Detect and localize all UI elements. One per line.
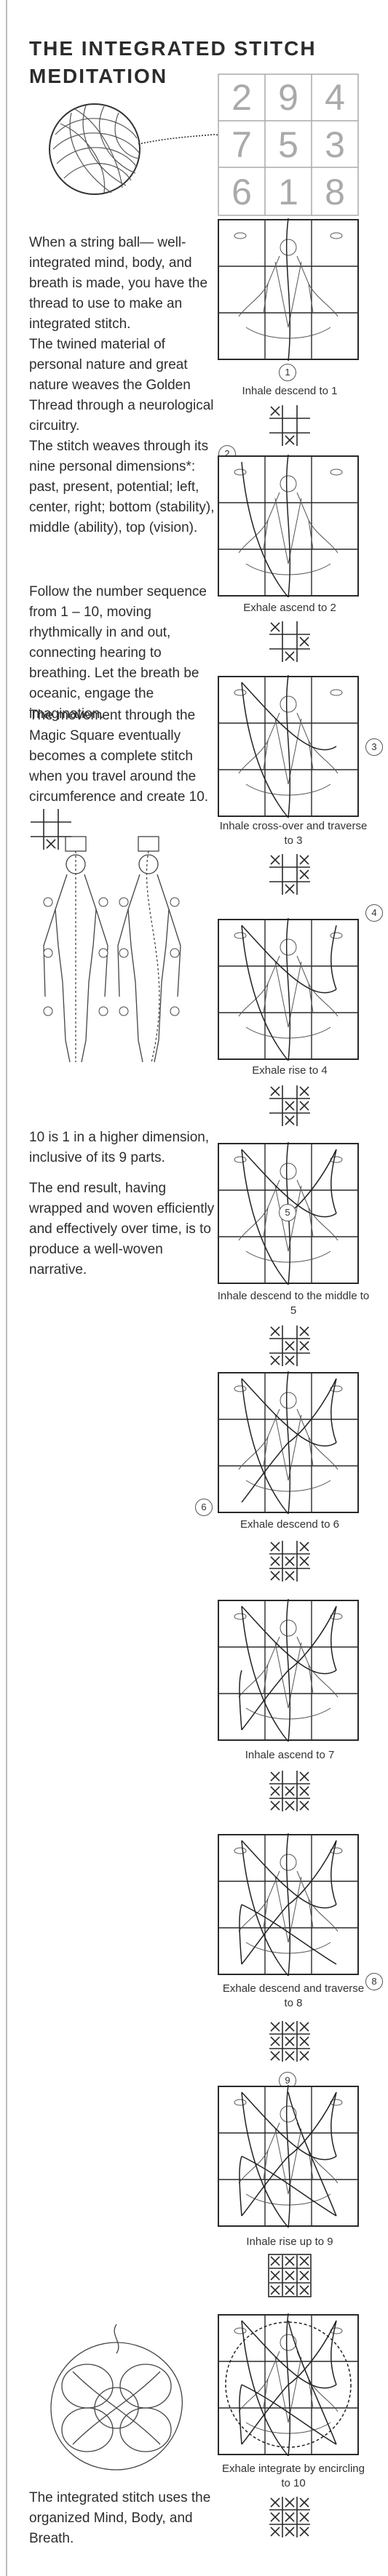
step-10-stitch	[268, 2495, 312, 2539]
step-5-panel	[217, 1142, 360, 1285]
step-6-stitch	[268, 1539, 312, 1583]
step-2-stitch	[268, 620, 312, 663]
magic-square-cell: 4	[325, 77, 345, 119]
paragraph-nine-dimensions: The stitch weaves through its nine perso…	[29, 439, 215, 535]
step-2-panel	[217, 455, 360, 597]
step-6-panel	[217, 1371, 360, 1514]
step-8-number: 8	[365, 1973, 383, 1990]
step-3-number: 3	[365, 738, 383, 756]
step-1-panel	[217, 218, 360, 361]
step-2-label: Exhale ascend to 2	[243, 602, 336, 614]
magic-square-cell: 9	[278, 77, 298, 119]
step-9-panel	[217, 2085, 360, 2228]
magic-square-cell: 1	[278, 171, 298, 212]
step-3-stitch	[268, 853, 312, 896]
paragraph-number-sequence: Follow the number sequence from 1 – 10, …	[29, 584, 207, 722]
step-8-label: Exhale descend and traverse to 8	[222, 1982, 365, 2009]
magic-square-grid: 2 9 4 7 5 3 6 1 8	[218, 74, 358, 215]
step-10-label: Exhale integrate by encircling to 10	[222, 2463, 365, 2489]
paragraph-organized: The integrated stitch uses the organized…	[29, 2490, 211, 2546]
step-3-panel	[217, 675, 360, 818]
step-9-stitch	[268, 2254, 312, 2297]
body-figures-illustration	[29, 822, 197, 1073]
paragraph-complete-stitch: The movement through the Magic Square ev…	[29, 706, 217, 851]
step-5-label: Inhale descend to the middle to 5	[217, 1290, 370, 1317]
step-5-stitch	[268, 1324, 312, 1368]
magic-square-cell: 7	[231, 124, 252, 165]
title-line-1: THE INTEGRATED STITCH	[29, 37, 317, 60]
paragraph-string-ball: When a string ball— well-integrated mind…	[29, 235, 208, 332]
step-4-stitch	[268, 1084, 312, 1128]
paragraph-ten-is-one: 10 is 1 in a higher dimension, inclusive…	[29, 1130, 210, 1165]
step-5-number: 5	[279, 1204, 296, 1221]
step-4-number: 4	[365, 904, 383, 922]
step-7-label: Inhale ascend to 7	[245, 1749, 335, 1761]
step-10-panel	[217, 2313, 360, 2456]
step-4-panel	[217, 918, 360, 1061]
magic-square-cell: 3	[325, 124, 345, 165]
string-ball-illustration	[42, 95, 261, 211]
step-1-label: Inhale descend to 1	[242, 385, 338, 397]
step-8-panel	[217, 1833, 360, 1976]
paragraph-twined-material: The twined material of personal nature a…	[29, 337, 214, 434]
page-title: THE INTEGRATED STITCH MEDITATION	[29, 35, 379, 90]
step-8-stitch	[268, 2019, 312, 2063]
left-border	[6, 0, 7, 2576]
step-6-label: Exhale descend to 6	[240, 1518, 339, 1531]
paragraph-end-result: The end result, having wrapped and woven…	[29, 1181, 215, 1277]
step-4-label: Exhale rise to 4	[252, 1064, 328, 1077]
magic-square: 2 9 4 7 5 3 6 1 8	[217, 73, 360, 217]
step-7-stitch	[268, 1769, 312, 1813]
magic-square-cell: 2	[231, 77, 252, 119]
step-1-number: 1	[279, 364, 296, 381]
step-6-number: 6	[195, 1499, 213, 1516]
step-1-stitch	[268, 404, 312, 447]
title-line-2: MEDITATION	[29, 65, 168, 87]
magic-square-cell: 5	[278, 124, 298, 165]
step-9-label: Inhale rise up to 9	[246, 2236, 333, 2248]
woven-ball-illustration	[29, 2321, 204, 2481]
step-7-panel	[217, 1599, 360, 1742]
magic-square-cell: 8	[325, 171, 345, 212]
step-3-label: Inhale cross-over and traverse to 3	[219, 820, 368, 847]
magic-square-cell: 6	[231, 171, 252, 212]
